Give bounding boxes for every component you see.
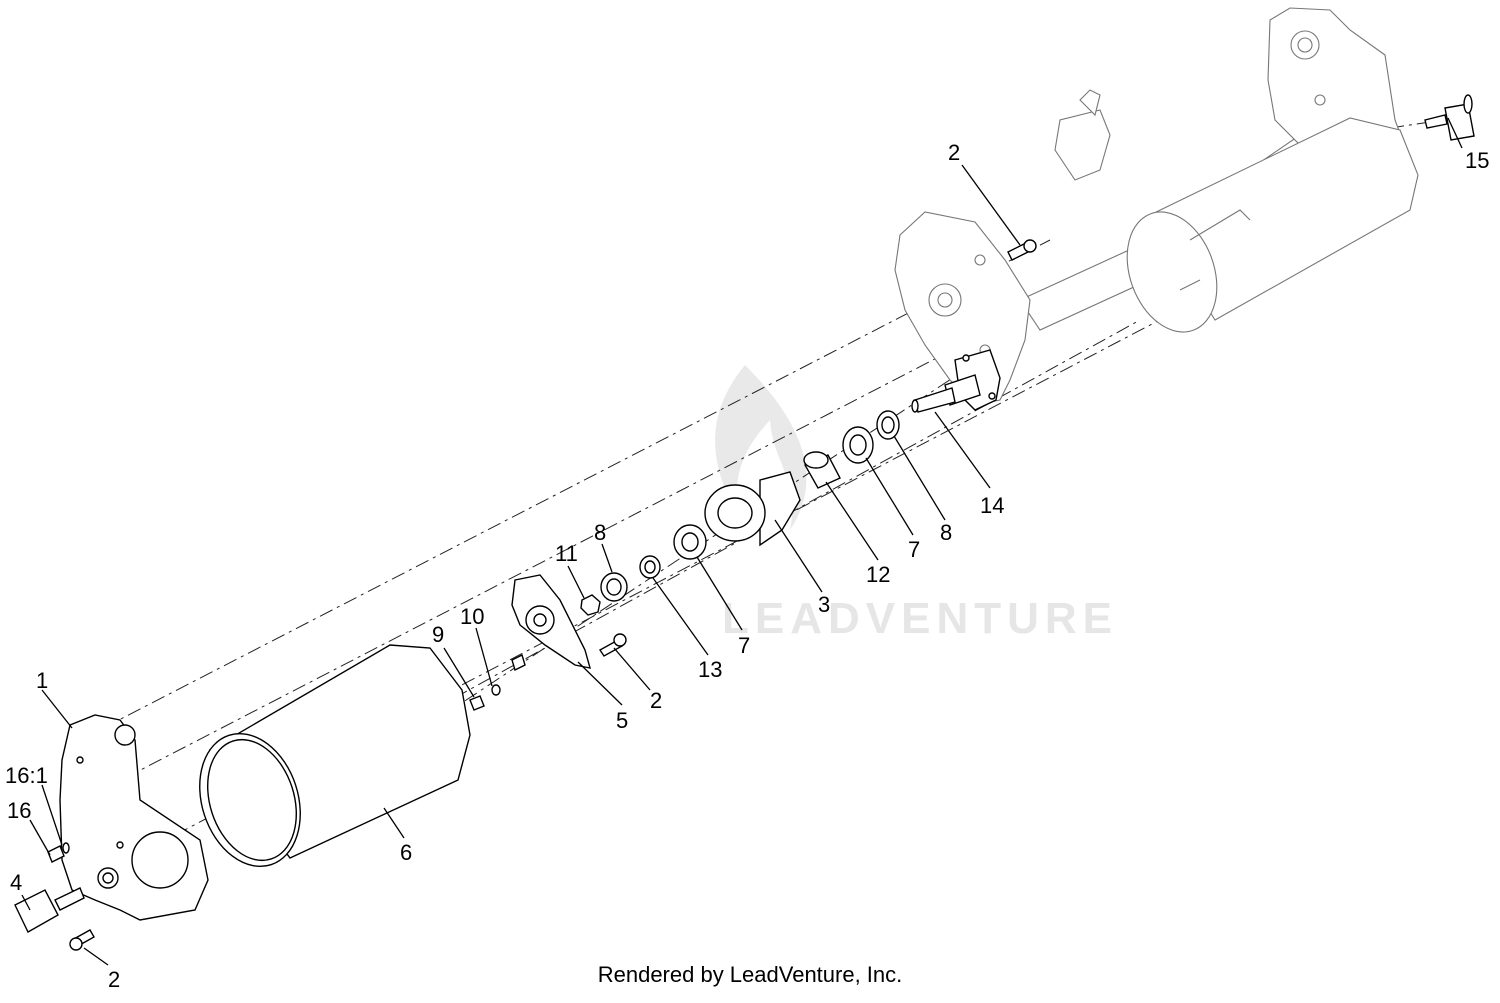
callout-5: 5 [616,708,628,733]
watermark: LEADVENTURE [715,365,1118,643]
part-14-shaft-flange [911,349,1001,413]
callout-10: 10 [460,604,484,629]
flame-logo-icon [715,365,807,530]
part-16-screw [47,842,70,863]
callout-15: 15 [1465,148,1489,173]
part-2-bolt-center [598,633,627,657]
callout-3: 3 [818,592,830,617]
callout-8-right: 8 [940,520,952,545]
assembled-unit-ghost [894,7,1419,406]
part-13-ring [639,555,661,579]
part-5-bracket-plate [511,574,591,671]
part-12-sleeve [803,451,841,489]
part-15-pin [1424,94,1475,141]
callout-2-lower: 2 [108,967,120,992]
callout-8-left: 8 [594,520,606,545]
part-1-gearbox-housing [59,714,209,921]
callout-13: 13 [698,657,722,682]
callout-16: 16 [7,798,31,823]
part-2-bolt-lower [69,929,95,951]
part-10-washer [491,684,501,696]
callout-2-center: 2 [650,688,662,713]
part-7-bearing-left [673,524,707,560]
callout-9: 9 [432,622,444,647]
part-3-hub [704,471,801,547]
callout-4: 4 [10,870,22,895]
footer-credit: Rendered by LeadVenture, Inc. [597,962,903,987]
part-8-washer-left [600,572,628,602]
callout-12: 12 [866,562,890,587]
part-4-pin [14,887,85,933]
part-11-nut [580,594,601,616]
callout-7-left: 7 [738,633,750,658]
callout-14: 14 [980,493,1004,518]
callout-6: 6 [400,840,412,865]
leader-lines [21,117,1463,966]
callout-1: 1 [36,668,48,693]
part-6-motor-can [199,644,471,868]
callout-16-1: 16:1 [5,763,48,788]
part-8-washer-right [876,410,900,440]
part-9-screw [469,695,485,711]
callout-7-right: 7 [908,537,920,562]
callout-labels: 2 15 14 8 7 12 3 7 13 8 11 10 9 5 2 6 1 … [5,140,1489,992]
part-7-bearing-right [842,426,874,464]
callout-11: 11 [555,541,578,566]
watermark-text: LEADVENTURE [722,594,1118,643]
callout-2-upper: 2 [948,140,960,165]
